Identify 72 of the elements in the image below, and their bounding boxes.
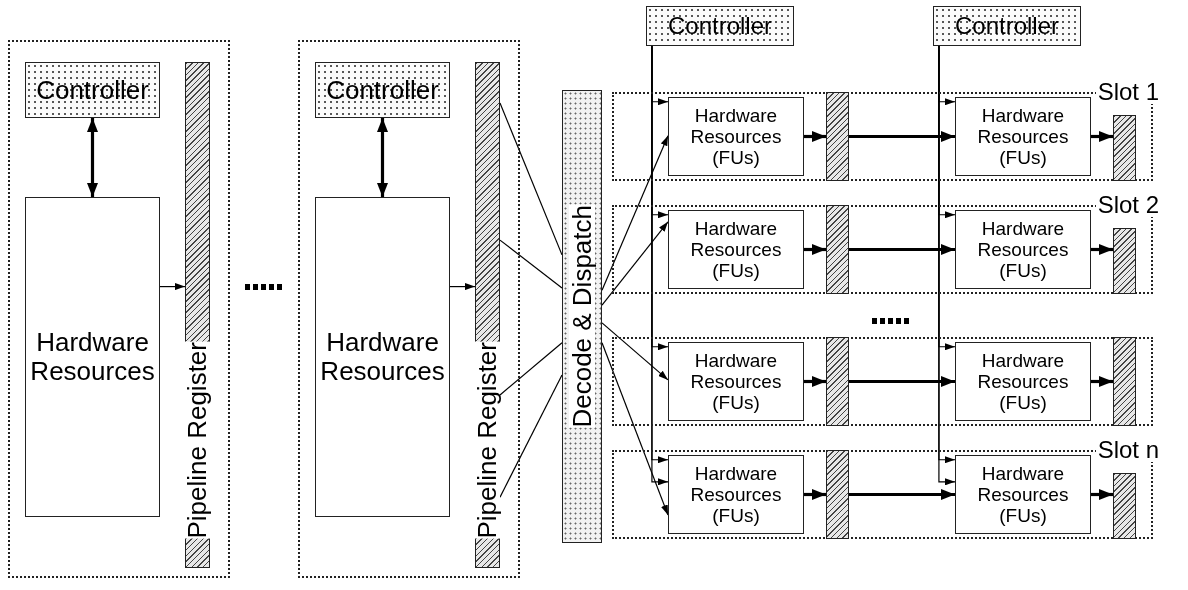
register-label: Pipeline Register	[184, 342, 210, 539]
connector-line	[499, 374, 563, 498]
hardware-block	[955, 455, 1091, 534]
hardware-block	[315, 197, 450, 517]
block-label: Hardware Resources	[29, 327, 156, 387]
arrow	[601, 221, 669, 306]
controller-label: Controller	[667, 12, 772, 40]
controller-box	[25, 62, 160, 118]
slot-label: Slot 1	[1095, 80, 1161, 104]
controller-box	[933, 6, 1081, 46]
decode-dispatch-bar	[562, 90, 602, 543]
block-label: Hardware Resources (FUs)	[976, 217, 1070, 282]
arrow	[849, 131, 955, 142]
connector-line	[499, 239, 563, 289]
arrow	[849, 244, 955, 255]
decode-label: Decode & Dispatch	[569, 205, 595, 428]
hardware-block	[668, 210, 804, 289]
arrow	[601, 322, 669, 381]
arrow	[804, 244, 826, 255]
block-label: Hardware Resources (FUs)	[689, 462, 783, 527]
arrow	[601, 135, 669, 291]
arrow	[159, 283, 186, 291]
arrow	[449, 283, 476, 291]
slot-label: Slot n	[1095, 438, 1161, 462]
dotted-frame	[8, 40, 230, 578]
arrow	[1091, 244, 1113, 255]
hardware-block	[668, 97, 804, 176]
block-label: Hardware Resources	[319, 327, 446, 387]
arrow	[1091, 376, 1113, 387]
dotted-frame	[298, 40, 520, 578]
block-label: Hardware Resources (FUs)	[976, 104, 1070, 169]
controller-box	[315, 62, 450, 118]
pipeline-register-bar	[1113, 337, 1136, 426]
hardware-block	[668, 342, 804, 421]
arrow	[87, 118, 98, 197]
dotted-frame	[612, 337, 1153, 426]
block-label: Hardware Resources (FUs)	[689, 217, 783, 282]
arrow	[377, 118, 388, 197]
hardware-block	[955, 210, 1091, 289]
block-label: Hardware Resources (FUs)	[976, 462, 1070, 527]
block-label: Hardware Resources (FUs)	[689, 349, 783, 414]
pipeline-register-bar	[185, 62, 210, 568]
arrow	[601, 342, 669, 516]
pipeline-register-bar	[826, 450, 849, 539]
block-label: Hardware Resources (FUs)	[976, 349, 1070, 414]
register-label: Pipeline Register	[474, 342, 500, 539]
block-label: Hardware Resources (FUs)	[689, 104, 783, 169]
arrow	[804, 489, 826, 500]
controller-label: Controller	[326, 75, 439, 105]
pipeline-register-bar	[1113, 473, 1136, 539]
hardware-block	[668, 455, 804, 534]
pipeline-register-bar	[826, 205, 849, 294]
arrow	[849, 489, 955, 500]
connector-line	[499, 342, 563, 396]
pipeline-register-bar	[1113, 228, 1136, 294]
hardware-block	[955, 97, 1091, 176]
arrow	[1091, 131, 1113, 142]
hardware-block	[955, 342, 1091, 421]
controller-label: Controller	[954, 12, 1059, 40]
arrow	[1091, 489, 1113, 500]
connector-line	[499, 102, 563, 256]
pipeline-register-bar	[826, 92, 849, 181]
pipeline-register-bar	[475, 62, 500, 568]
hardware-block	[25, 197, 160, 517]
controller-label: Controller	[36, 75, 149, 105]
controller-box	[646, 6, 794, 46]
arrow	[804, 376, 826, 387]
pipeline-register-bar	[826, 337, 849, 426]
slot-label: Slot 2	[1095, 193, 1161, 217]
pipeline-register-bar	[1113, 115, 1136, 181]
arrow	[849, 376, 955, 387]
arrow	[804, 131, 826, 142]
